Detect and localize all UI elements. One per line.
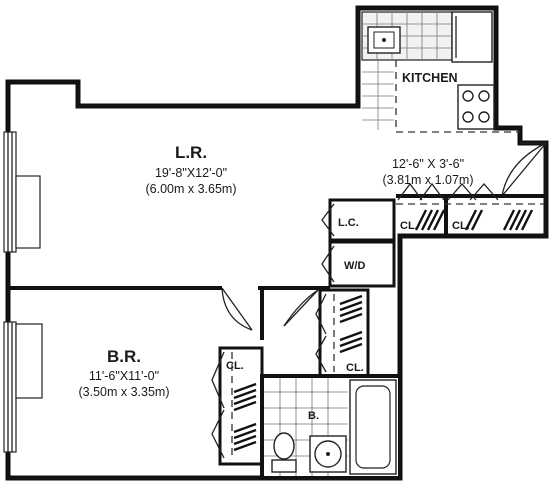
bedroom-closet-label: CL. [226,360,244,372]
washer-dryer: W/D [321,240,396,288]
bedroom-door [221,287,253,331]
toilet-icon [271,432,297,473]
foyer-closet-1-doors: CL. [397,182,446,232]
stove [457,84,495,130]
foyer-closet-2-doors: CL. [447,183,534,232]
living-room-windows [3,131,41,253]
bedroom-windows [3,321,43,453]
burner-icon [462,111,474,123]
burner-icon [478,111,490,123]
bathtub-inner [355,385,391,469]
refrigerator [451,11,493,63]
burner-icon [462,90,474,102]
living-room: L.R. 19'-8"X12'-0" (6.00m x 3.65m) [145,143,236,196]
kitchen-label: KITCHEN [402,71,458,85]
living-room-dimensions: 19'-8"X12'-0" [155,166,227,180]
foyer-closet-2-label: CL. [452,220,470,232]
foyer-closet-1-label: CL. [400,220,418,232]
living-room-name: L.R. [175,143,207,162]
bath-sink-icon [309,435,347,473]
foyer-closets: CL. CL. [396,182,546,236]
linen-closet-label: L.C. [338,217,359,229]
entry-door [501,142,547,197]
kitchen-sink [367,26,401,54]
bedroom-dimensions: 11'-6"X11'-0" [89,369,159,383]
sink-drain [382,38,386,42]
kitchen: KITCHEN [361,11,520,133]
bedroom-name: B.R. [107,347,141,366]
burner-icon [478,90,490,102]
bedroom-dimensions-metric: (3.50m x 3.35m) [78,385,169,399]
bath-label: B. [308,410,319,422]
foyer-dimensions: 12'-6" X 3'-6" [392,157,464,171]
hall-closet-label: CL. [346,362,364,374]
linen-closet: L.C. [321,198,396,242]
bathroom: B. [260,374,402,480]
living-room-dimensions-metric: (6.00m x 3.65m) [145,182,236,196]
bedroom: B.R. 11'-6"X11'-0" (3.50m x 3.35m) [78,347,169,399]
bedroom-closet: CL. [211,346,264,466]
bath-door [283,289,319,327]
washer-dryer-label: W/D [344,260,365,272]
kitchen-sink-basin [373,31,395,49]
hall-closet: CL. [315,288,370,378]
foyer-dimensions-metric: (3.81m x 1.07m) [382,173,473,187]
foyer: 12'-6" X 3'-6" (3.81m x 1.07m) [382,157,473,187]
